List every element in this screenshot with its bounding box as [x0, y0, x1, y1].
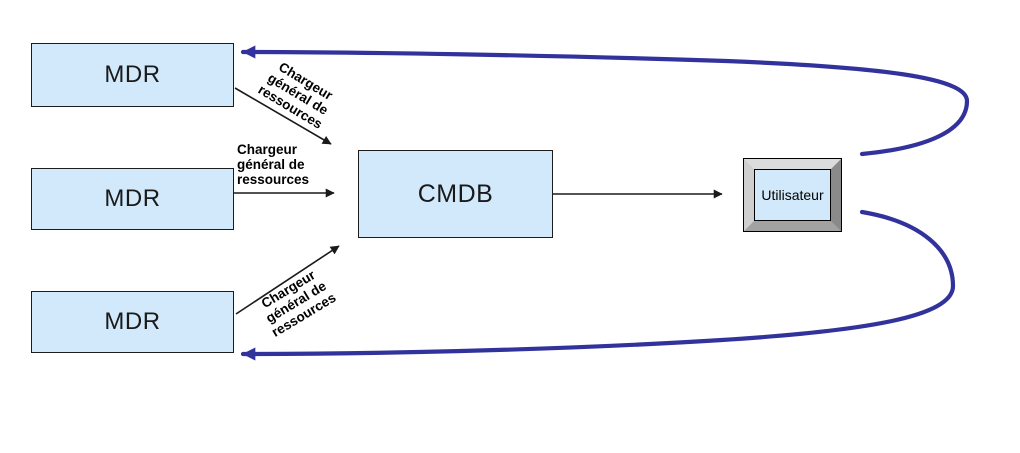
node-mdr-top: MDR [31, 43, 234, 107]
node-utilisateur-label: Utilisateur [761, 187, 824, 203]
node-mdr-bottom: MDR [31, 291, 234, 353]
node-mdr-bottom-label: MDR [104, 308, 161, 335]
node-mdr-middle-label: MDR [104, 185, 161, 212]
edge-user-to-mdr-top-loop [240, 45, 970, 157]
node-utilisateur: Utilisateur [743, 158, 842, 232]
node-mdr-top-label: MDR [104, 61, 161, 88]
edge-mdr-top-to-cmdb-arrow [234, 87, 332, 145]
node-mdr-middle: MDR [31, 168, 234, 230]
edge-mdr-bottom-to-cmdb-arrow [235, 245, 340, 315]
node-cmdb-label: CMDB [417, 179, 494, 208]
edge-label-middle-loader: Chargeur général de ressources [237, 142, 310, 187]
utilisateur-screen: Utilisateur [754, 169, 831, 221]
edge-user-to-mdr-bottom-loop [240, 209, 956, 361]
node-cmdb: CMDB [358, 150, 553, 238]
utilisateur-bevel-frame: Utilisateur [744, 159, 841, 231]
